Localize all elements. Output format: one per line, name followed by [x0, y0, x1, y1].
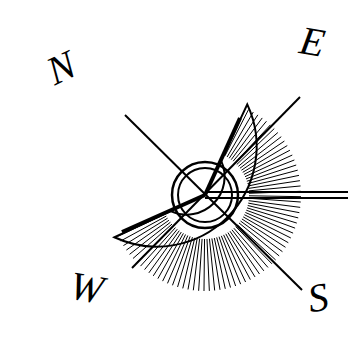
compass-letter: N: [41, 44, 82, 92]
hatch-stroke: [219, 237, 236, 286]
hatch-stroke: [203, 239, 205, 291]
hatch-stroke: [249, 186, 301, 191]
horizon-line: [205, 191, 348, 193]
compass-letter: S: [305, 277, 332, 320]
inner-ring: [178, 168, 232, 222]
hatch-stroke: [249, 201, 301, 208]
north-south-axis: [125, 115, 302, 290]
hatch-stroke: [221, 236, 240, 284]
compass-letter: W: [67, 265, 107, 310]
hatch-stroke: [247, 208, 297, 223]
hatch-stroke: [212, 238, 220, 289]
hatch-stroke: [209, 239, 214, 291]
hatch-stroke: [163, 234, 186, 281]
horizon-line: [205, 197, 348, 199]
hatch-stroke: [193, 239, 199, 291]
hatch-stroke: [225, 109, 249, 155]
outer-ring: [172, 162, 238, 228]
hatch-stroke: [244, 215, 290, 238]
east-west-axis: [132, 97, 300, 268]
hatch-stroke: [207, 239, 209, 291]
hatch-stroke: [249, 195, 301, 197]
hatch-stroke: [158, 233, 184, 278]
compass-letter: E: [297, 20, 328, 64]
